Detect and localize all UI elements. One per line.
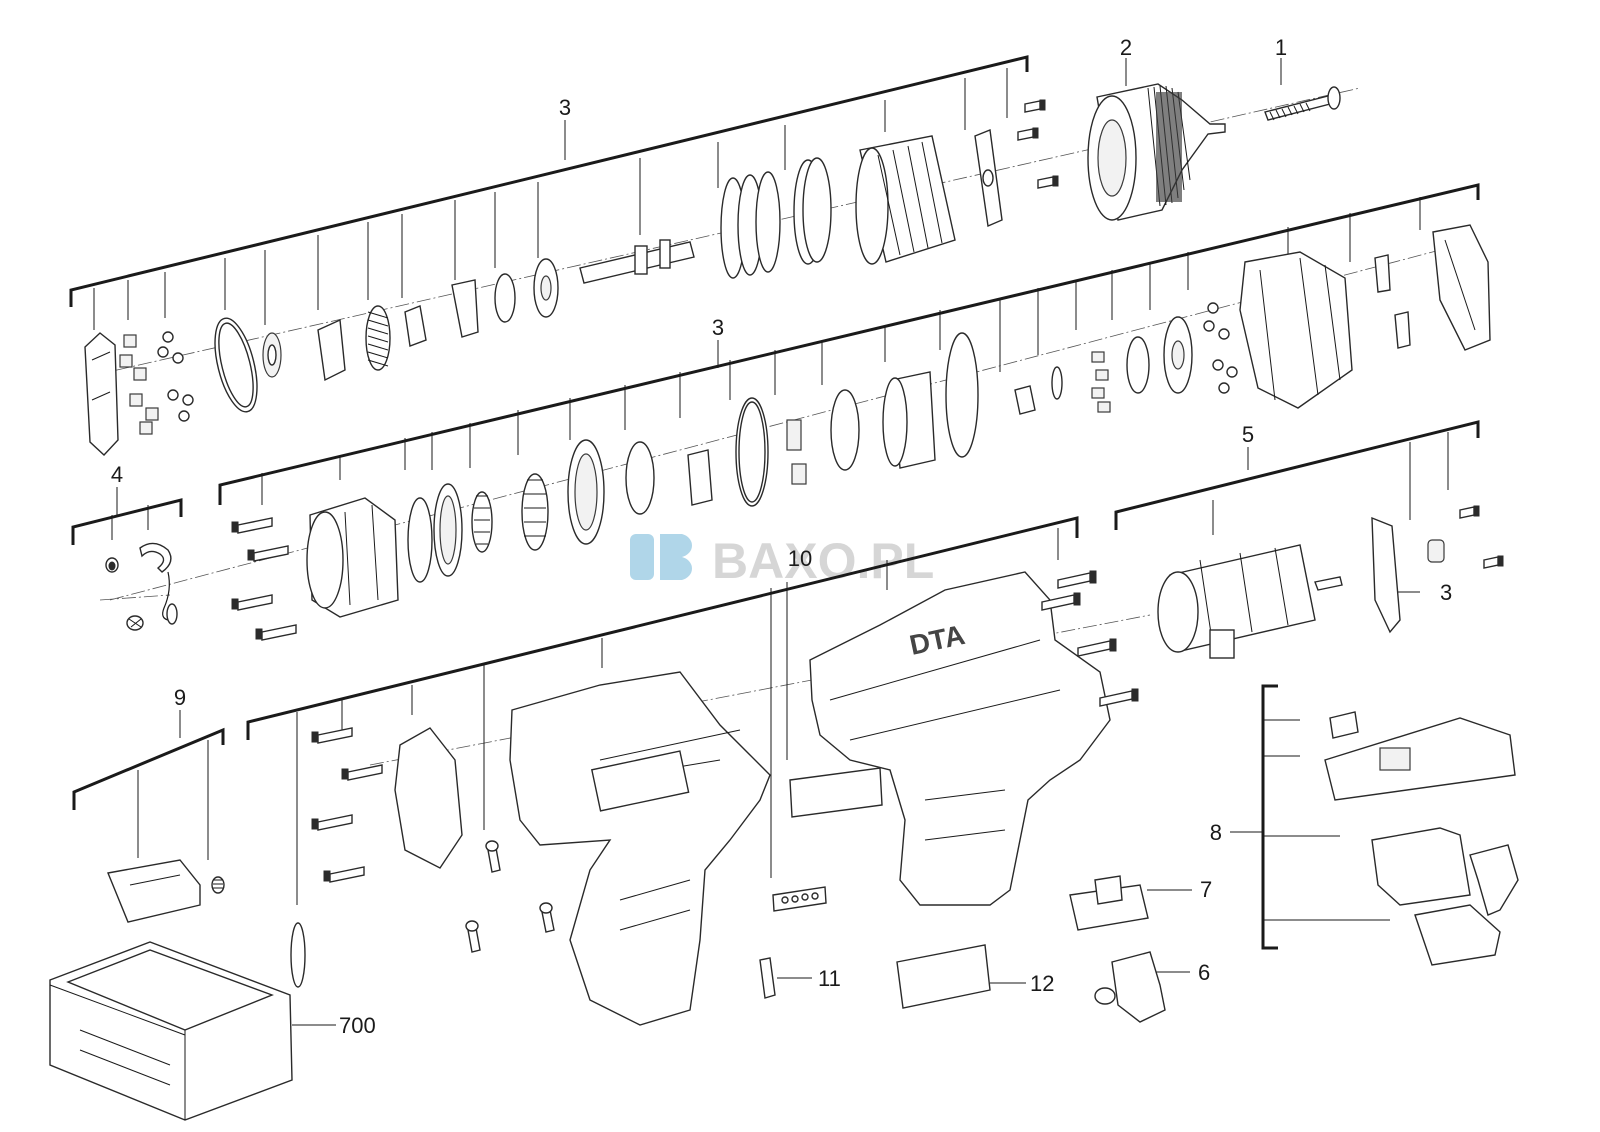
callout-7: 7 (1200, 877, 1212, 902)
watermark-logo-icon (630, 534, 693, 580)
part-10-small-tag (772, 886, 827, 912)
part-12-label (896, 944, 991, 1009)
part-700-carry-case (49, 941, 293, 1121)
part-2-chuck (1087, 83, 1226, 221)
bracket-clip (72, 710, 225, 860)
part-7-switch-plate (1069, 875, 1149, 931)
bracket-housing (246, 516, 1079, 905)
watermark: BAXO.PL (630, 533, 934, 589)
callout-700: 700 (339, 1013, 376, 1038)
part-1-chuck-screw (1264, 86, 1341, 121)
part-6-led-holder (1094, 951, 1166, 1023)
callout-2: 2 (1120, 35, 1132, 60)
callout-1: 1 (1275, 35, 1287, 60)
callout-labels: 1 2 3 3 3 4 5 6 7 8 9 10 11 12 700 (111, 35, 1452, 1038)
part-8-electronics (1324, 711, 1519, 966)
bracket-gearbox-lower (218, 183, 1480, 505)
part-10-label-plate (789, 767, 883, 818)
callout-11: 11 (818, 966, 841, 991)
bracket-gearbox-upper (69, 55, 1029, 330)
callout-12: 12 (1030, 971, 1054, 996)
housing-left (290, 671, 771, 1026)
callout-5: 5 (1242, 422, 1254, 447)
axis-left (99, 594, 171, 601)
callout-3-motor: 3 (1440, 580, 1452, 605)
part-9-belt-clip (107, 859, 225, 923)
bracket-motor (1114, 420, 1480, 593)
callout-10: 10 (788, 546, 812, 571)
callout-8: 8 (1210, 820, 1222, 845)
part-5-motor (1157, 505, 1504, 659)
callout-3-upper: 3 (559, 95, 571, 120)
callout-9: 9 (174, 685, 186, 710)
callout-4: 4 (111, 462, 123, 487)
bracket-electronics (1230, 684, 1390, 950)
gearbox-middle-parts (231, 224, 1491, 641)
gearbox-upper-parts (84, 99, 1059, 456)
callout-6: 6 (1198, 960, 1210, 985)
part-10-housing-right: DTA (809, 570, 1139, 906)
part-11-small-label (759, 957, 776, 999)
part-4-clutch-parts (105, 542, 178, 631)
bracket-clutch-small (71, 487, 183, 545)
callout-3-middle: 3 (712, 315, 724, 340)
